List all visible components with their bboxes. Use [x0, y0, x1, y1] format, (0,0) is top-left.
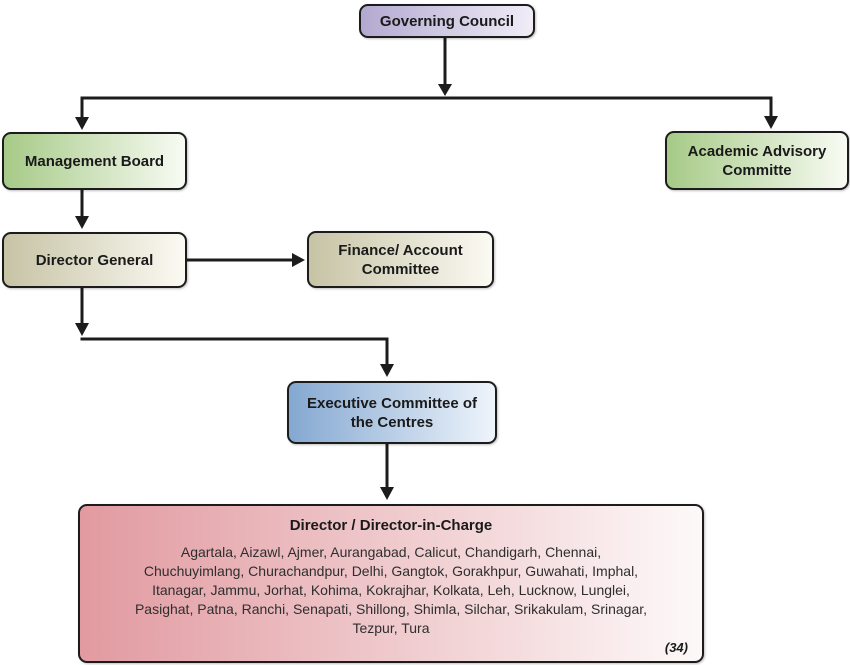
centre-city-list: Agartala, Aizawl, Ajmer, Aurangabad, Cal…: [135, 543, 647, 638]
node-label: Academic Advisory Committe: [687, 142, 827, 179]
centre-city-line: Pasighat, Patna, Ranchi, Senapati, Shill…: [134, 601, 648, 617]
node-finance-account-committee: Finance/ Account Committee: [307, 231, 494, 288]
node-governing-council: Governing Council: [359, 4, 535, 38]
node-label: Governing Council: [379, 12, 515, 30]
centre-city-line: Chuchuyimlang, Churachandpur, Delhi, Gan…: [143, 563, 639, 579]
node-executive-committee: Executive Committee of the Centres: [287, 381, 497, 444]
centre-count-note: (34): [664, 640, 688, 655]
centre-city-line: Tezpur, Tura: [352, 620, 430, 636]
node-label: Management Board: [24, 152, 165, 170]
node-director-general: Director General: [2, 232, 187, 288]
centre-city-line: Itanagar, Jammu, Jorhat, Kohima, Kokrajh…: [152, 582, 630, 598]
node-label: Executive Committee of the Centres: [306, 394, 478, 431]
node-label: Finance/ Account Committee: [338, 241, 463, 278]
node-academic-advisory-committee: Academic Advisory Committe: [665, 131, 849, 190]
node-management-board: Management Board: [2, 132, 187, 190]
director-in-charge-title: Director / Director-in-Charge: [289, 517, 493, 534]
node-label: Director General: [35, 251, 154, 269]
centre-city-line: Agartala, Aizawl, Ajmer, Aurangabad, Cal…: [180, 544, 602, 560]
node-director-in-charge: Director / Director-in-Charge Agartala, …: [78, 504, 704, 663]
